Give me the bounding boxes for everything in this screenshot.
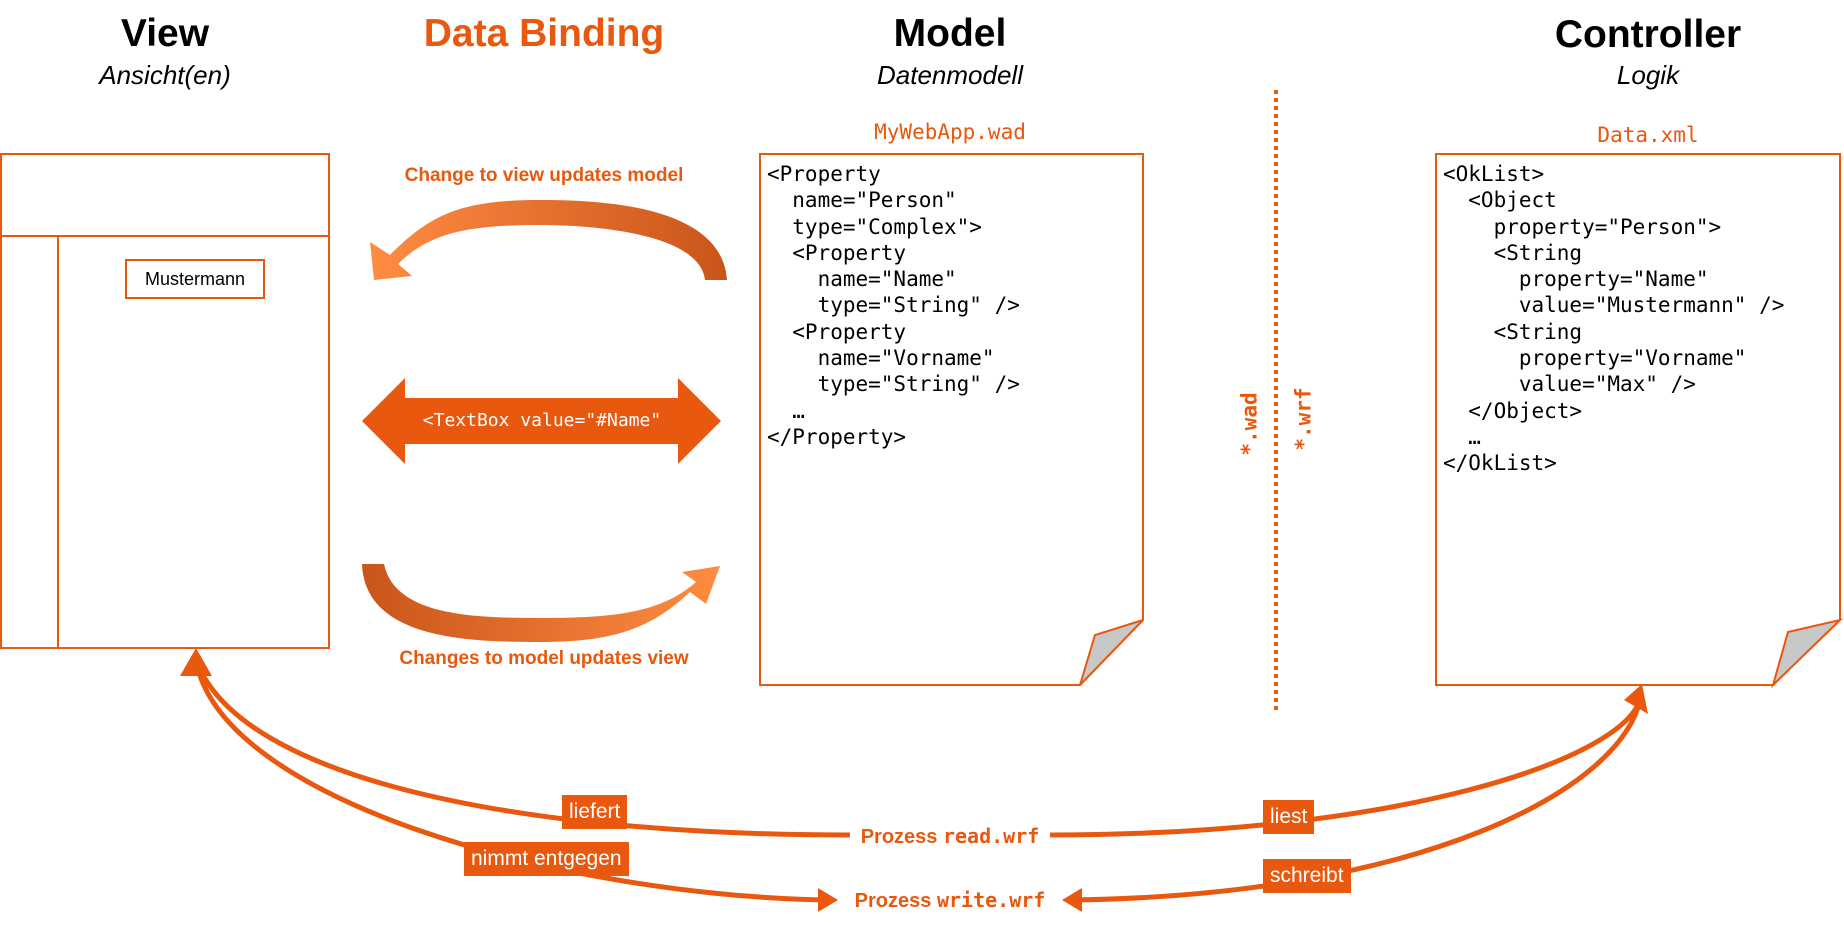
binding-title: Data Binding	[423, 12, 665, 55]
tag-liest: liest	[1263, 800, 1315, 834]
model-title: Model	[893, 12, 1007, 55]
model-filename: MyWebApp.wad	[874, 120, 1026, 144]
binding-code: <TextBox value="#Name"	[422, 410, 662, 431]
model-subtitle: Datenmodell	[877, 60, 1023, 90]
label-view-updates-model: Change to view updates model	[404, 165, 684, 186]
controller-code: <OkList> <Object property="Person"> <Str…	[1443, 162, 1785, 476]
process-write-prefix: Prozess	[854, 890, 937, 912]
read-arrow-view	[193, 659, 851, 838]
ext-wad-label: *.wad	[1237, 392, 1262, 456]
arrowhead-view	[180, 648, 212, 676]
tag-liefert: liefert	[562, 795, 628, 829]
write-arrow-controller	[1069, 699, 1643, 903]
curved-arrow-view-to-model	[370, 200, 727, 280]
process-write-name: write.wrf	[936, 888, 1046, 912]
curved-arrow-model-to-view	[362, 564, 720, 642]
write-arrow-view	[193, 659, 831, 903]
tag-nimmt-entgegen: nimmt entgegen	[464, 842, 629, 876]
model-code: <Property name="Person" type="Complex"> …	[767, 162, 1020, 449]
view-subtitle: Ansicht(en)	[99, 60, 231, 90]
controller-filename: Data.xml	[1597, 123, 1699, 147]
page-fold-icon	[1771, 618, 1844, 689]
controller-document	[1435, 153, 1844, 689]
textbox-value: Mustermann	[144, 268, 246, 289]
process-write-label: Prozess write.wrf	[846, 886, 1054, 915]
process-arrows	[193, 659, 1643, 903]
view-title: View	[120, 12, 210, 55]
textbox-mustermann[interactable]: Mustermann	[125, 259, 265, 299]
arrowhead-controller	[1624, 684, 1648, 714]
page-fold-icon	[1079, 619, 1144, 686]
label-model-updates-view: Changes to model updates view	[399, 648, 689, 669]
arrowhead-write-left	[818, 888, 838, 912]
ext-wrf-label: *.wrf	[1291, 387, 1316, 451]
process-read-name: read.wrf	[942, 824, 1040, 848]
double-arrow-binding	[362, 378, 721, 464]
tag-schreibt: schreibt	[1263, 859, 1351, 893]
process-arrowheads	[180, 648, 1648, 912]
view-window	[0, 153, 330, 649]
process-read-prefix: Prozess	[860, 826, 943, 848]
controller-title: Controller	[1554, 13, 1742, 56]
process-read-label: Prozess read.wrf	[852, 822, 1048, 851]
read-arrow-controller	[1049, 699, 1643, 838]
model-document	[759, 153, 1144, 686]
controller-subtitle: Logik	[1616, 60, 1680, 90]
arrowhead-write-right	[1062, 888, 1082, 912]
